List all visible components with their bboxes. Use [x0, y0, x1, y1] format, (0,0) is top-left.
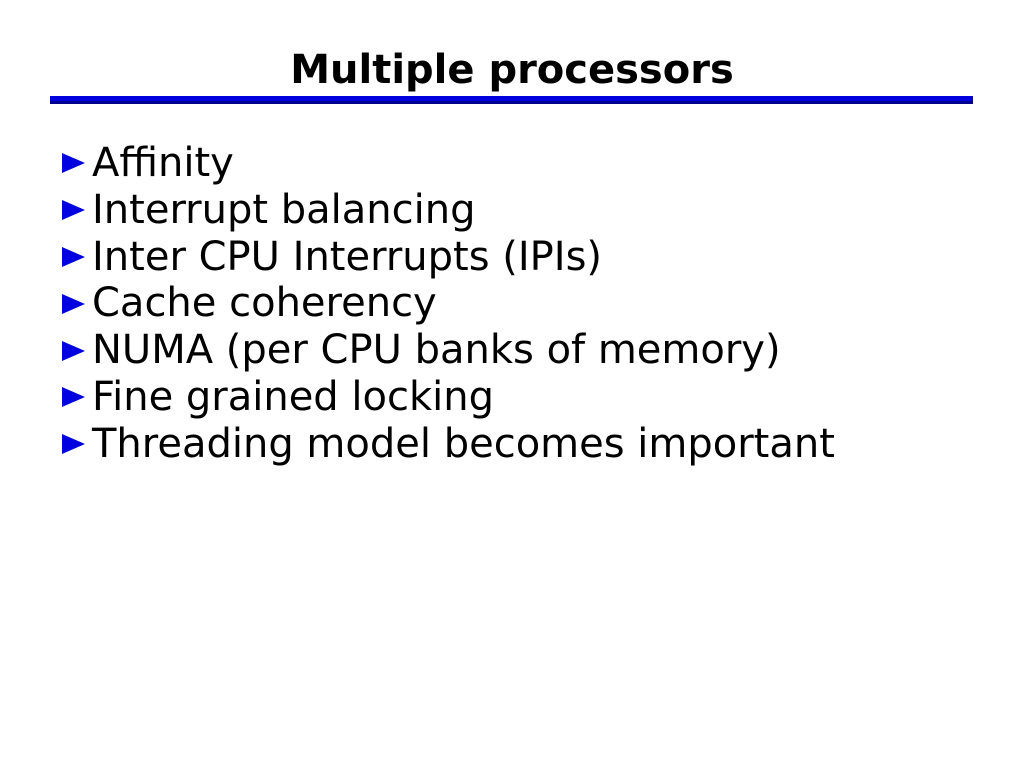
bullet-triangle-icon	[62, 340, 85, 361]
bullet-label: Affinity	[92, 140, 234, 186]
list-item: Interrupt balancing	[62, 187, 835, 234]
list-item: Threading model becomes important	[62, 421, 835, 468]
title-underline	[50, 96, 973, 104]
list-item: Cache coherency	[62, 280, 835, 327]
list-item: Affinity	[62, 140, 835, 187]
bullet-triangle-icon	[62, 153, 85, 174]
list-item: Inter CPU Interrupts (IPIs)	[62, 234, 835, 281]
bullet-triangle-icon	[62, 246, 85, 267]
list-item: Fine grained locking	[62, 374, 835, 421]
bullet-triangle-icon	[62, 293, 85, 314]
bullet-triangle-icon	[62, 387, 85, 408]
bullet-label: Cache coherency	[92, 280, 437, 327]
bullet-label: Threading model becomes important	[92, 420, 835, 467]
bullet-list: Affinity Interrupt balancing Inter CPU I…	[62, 140, 835, 468]
bullet-label: Fine grained locking	[92, 373, 495, 420]
bullet-triangle-icon	[62, 434, 85, 455]
page-title: Multiple processors	[290, 47, 734, 93]
bullet-triangle-icon	[62, 200, 85, 221]
list-item: NUMA (per CPU banks of memory)	[62, 327, 835, 374]
bullet-label: Interrupt balancing	[92, 186, 476, 233]
bullet-label: Inter CPU Interrupts (IPIs)	[92, 233, 603, 280]
bullet-label: NUMA (per CPU banks of memory)	[92, 327, 781, 374]
